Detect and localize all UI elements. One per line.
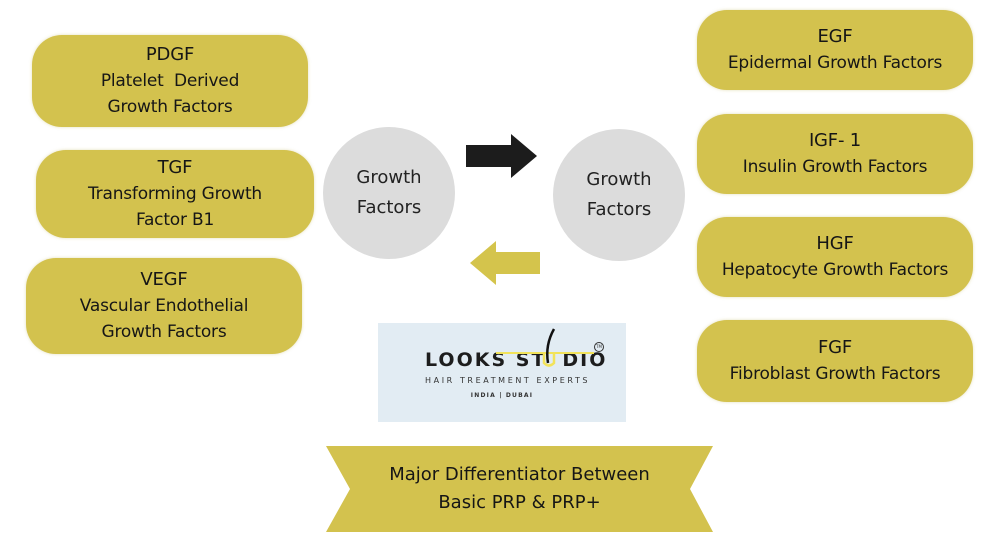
factor-tgf: TGF Transforming Growth Factor B1 — [36, 150, 314, 238]
growth-factors-circle-right: Growth Factors — [553, 129, 685, 261]
factor-abbr: TGF — [157, 157, 193, 178]
banner-line: Major Differentiator Between — [389, 464, 650, 485]
hair-follicle-icon — [496, 328, 594, 367]
factor-igf-1: IGF- 1 Insulin Growth Factors — [697, 114, 973, 194]
circle-label-line: Factors — [586, 199, 652, 220]
factor-abbr: VEGF — [140, 269, 188, 290]
arrow-left-shape — [470, 241, 540, 285]
banner-text: Major Differentiator Between Basic PRP &… — [326, 446, 713, 532]
factor-desc-line: Insulin Growth Factors — [742, 157, 928, 177]
factor-desc-line: Transforming Growth — [88, 184, 262, 204]
circle-label-line: Growth — [356, 167, 422, 188]
factor-abbr: IGF- 1 — [808, 130, 862, 151]
factor-abbr: FGF — [817, 337, 853, 358]
banner-ribbon — [326, 446, 713, 532]
factor-abbr: EGF — [817, 26, 853, 47]
factor-pdgf: PDGF Platelet Derived Growth Factors — [32, 35, 308, 127]
banner-ribbon-shape — [326, 446, 713, 532]
growth-factors-circle-left: Growth Factors — [323, 127, 455, 259]
circle-label-line: Factors — [356, 197, 422, 218]
factor-desc-line: Epidermal Growth Factors — [727, 53, 943, 73]
factor-abbr: HGF — [816, 233, 854, 254]
factor-egf: EGF Epidermal Growth Factors — [697, 10, 973, 90]
arrow-right-icon — [466, 134, 537, 178]
logo-locations: INDIA | DUBAI — [470, 392, 534, 399]
logo-name-part2: DIO — [562, 349, 608, 371]
factor-vegf: VEGF Vascular Endothelial Growth Factors — [26, 258, 302, 354]
trademark-icon: TM — [594, 342, 604, 352]
logo-tagline: HAIR TREATMENT EXPERTS — [425, 376, 591, 385]
arrow-left-icon — [470, 241, 540, 285]
factor-hgf: HGF Hepatocyte Growth Factors — [697, 217, 973, 297]
factor-desc-line: Growth Factors — [101, 322, 227, 342]
factor-desc-line: Fibroblast Growth Factors — [729, 364, 941, 384]
logo-name-part1: LOOKS ST — [425, 349, 547, 371]
factor-fgf: FGF Fibroblast Growth Factors — [697, 320, 973, 402]
banner-line: Basic PRP & PRP+ — [438, 492, 601, 513]
logo-wordmark: LOOKS ST DIO — [425, 349, 607, 371]
factor-desc-line: Factor B1 — [135, 210, 215, 230]
factor-desc-line: Hepatocyte Growth Factors — [721, 260, 949, 280]
factor-desc-line: Vascular Endothelial — [79, 296, 249, 316]
circle-label-line: Growth — [586, 169, 652, 190]
looks-studio-logo: LOOKS ST DIO TM HAIR TREATMENT EXPERTS IN… — [378, 323, 626, 422]
factor-abbr: PDGF — [145, 44, 195, 65]
factor-desc-line: Growth Factors — [107, 97, 233, 117]
factor-desc-line: Platelet Derived — [100, 71, 240, 91]
arrow-right-shape — [466, 134, 537, 178]
